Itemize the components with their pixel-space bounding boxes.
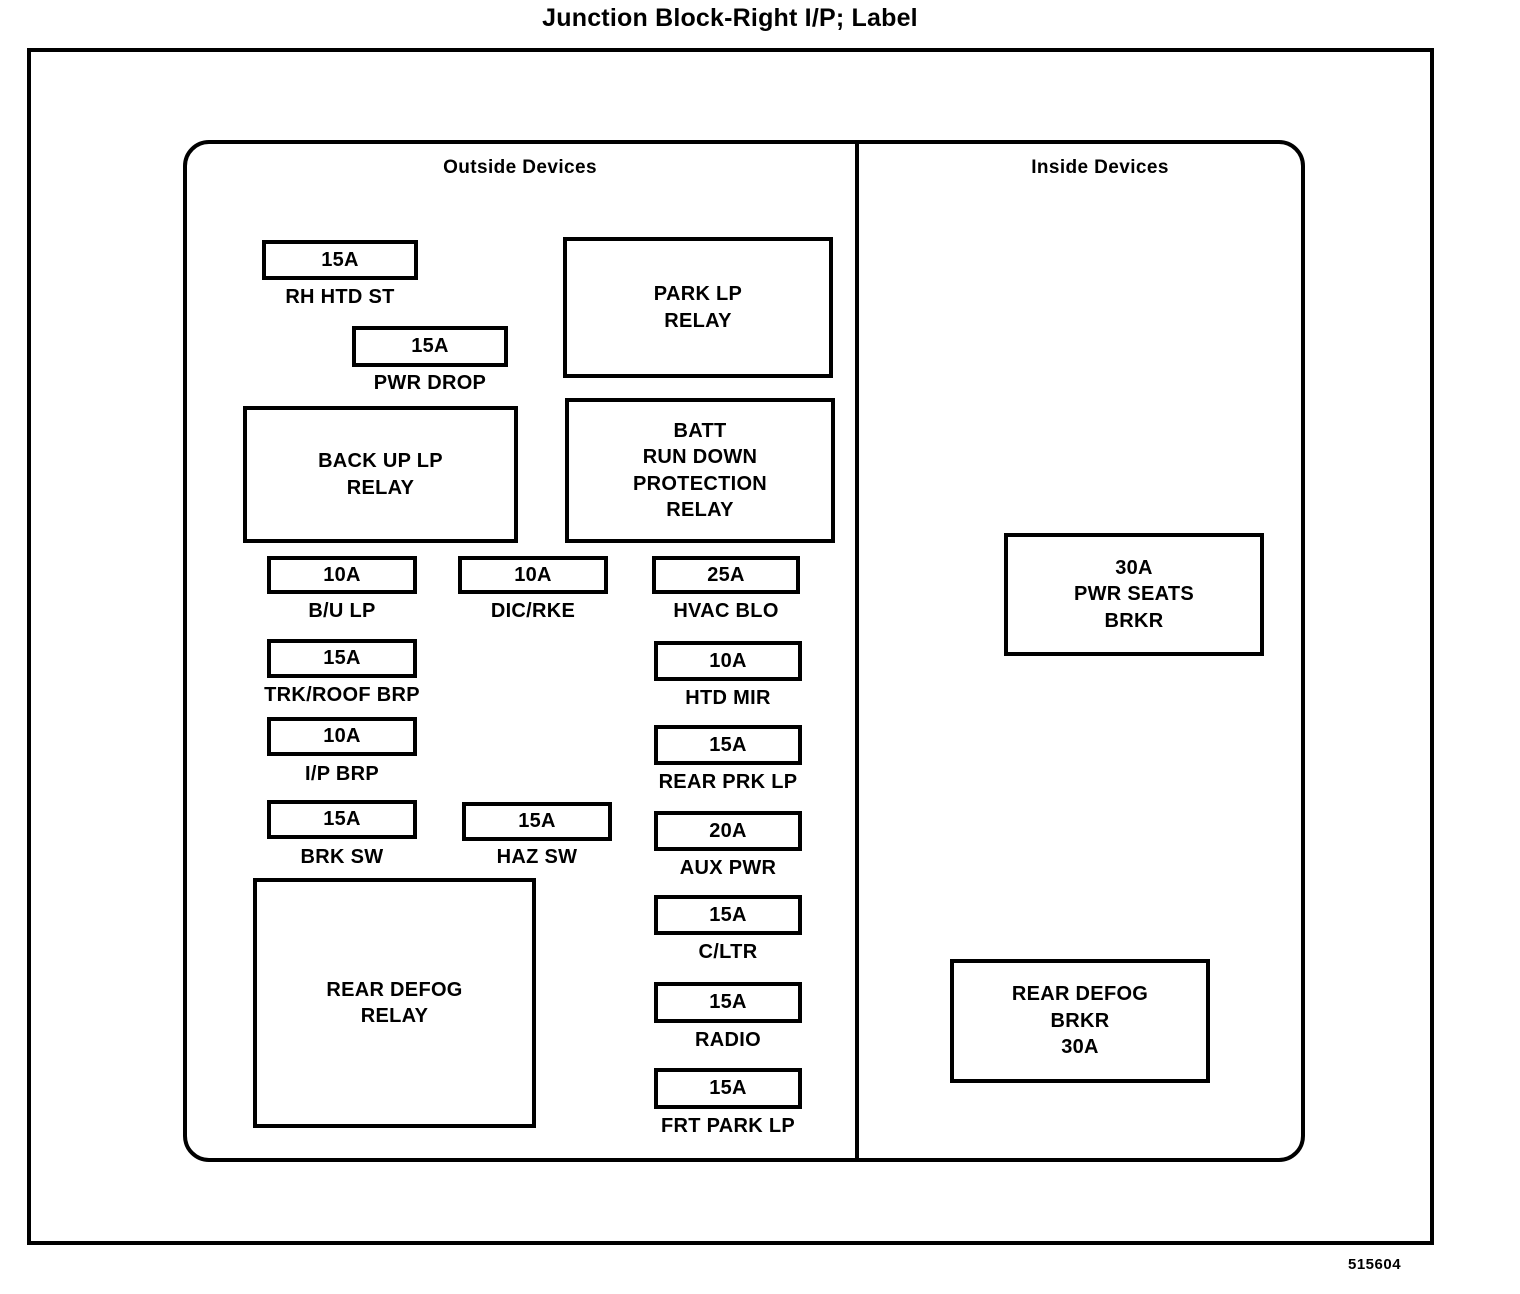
fuse-caption-radio: RADIO — [695, 1029, 761, 1051]
relay-label-line: PROTECTION — [632, 472, 768, 495]
fuse-caption-c-ltr: C/LTR — [698, 941, 758, 963]
breaker-label-line: BRKR — [1050, 1009, 1110, 1032]
relay-label-line: REAR DEFOG — [326, 978, 463, 1001]
fuse-rating: 15A — [709, 733, 747, 756]
fuse-caption-bu-lp: B/U LP — [308, 600, 376, 622]
fuse-rating: 15A — [321, 248, 359, 271]
drawing-reference-number: 515604 — [1348, 1256, 1402, 1273]
fuse-htd-mir[interactable]: 10A — [654, 641, 802, 681]
fuse-frt-park-lp[interactable]: 15A — [654, 1068, 802, 1109]
breaker-label-line: PWR SEATS — [1073, 583, 1195, 606]
relay-label-line: RELAY — [664, 309, 732, 332]
fuse-caption-pwr-drop: PWR DROP — [373, 372, 487, 394]
fuse-caption-brk-sw: BRK SW — [300, 846, 384, 868]
fuse-rating: 15A — [518, 810, 556, 833]
relay-label-line: BACK UP LP — [318, 450, 443, 473]
fuse-caption-trk-roof-brp: TRK/ROOF BRP — [264, 684, 420, 706]
fuse-dic-rke[interactable]: 10A — [458, 556, 608, 594]
fuse-caption-dic-rke: DIC/RKE — [490, 600, 576, 622]
fuse-brk-sw[interactable]: 15A — [267, 800, 417, 839]
fuse-trk-roof-brp[interactable]: 15A — [267, 639, 417, 678]
fuse-radio[interactable]: 15A — [654, 982, 802, 1023]
fuse-rating: 15A — [709, 1077, 747, 1100]
fuse-rating: 10A — [323, 725, 361, 748]
fuse-rating: 15A — [323, 808, 361, 831]
breaker-label-line: 30A — [1115, 556, 1153, 579]
fuse-rating: 15A — [709, 903, 747, 926]
fuse-aux-pwr[interactable]: 20A — [654, 811, 802, 851]
fuse-caption-rear-prk-lp: REAR PRK LP — [658, 771, 798, 793]
breaker-rear-defog[interactable]: REAR DEFOG BRKR 30A — [950, 959, 1210, 1083]
fuse-rating: 10A — [323, 563, 361, 586]
fuse-caption-htd-mir: HTD MIR — [685, 687, 771, 709]
breaker-label-line: REAR DEFOG — [1011, 983, 1149, 1006]
fuse-rating: 20A — [709, 819, 747, 842]
fuse-rating: 10A — [709, 649, 747, 672]
fuse-rating: 15A — [709, 991, 747, 1014]
relay-rear-defog[interactable]: REAR DEFOG RELAY — [253, 878, 536, 1128]
fuse-rating: 15A — [323, 647, 361, 670]
fuse-caption-frt-park-lp: FRT PARK LP — [660, 1115, 796, 1137]
fuse-c-ltr[interactable]: 15A — [654, 895, 802, 935]
fuse-haz-sw[interactable]: 15A — [462, 802, 612, 841]
fuse-ip-brp[interactable]: 10A — [267, 717, 417, 756]
fuse-caption-hvac-blo: HVAC BLO — [673, 600, 779, 622]
relay-label-line: RELAY — [360, 1005, 429, 1027]
fuse-caption-ip-brp: I/P BRP — [305, 763, 379, 785]
fuse-bu-lp[interactable]: 10A — [267, 556, 417, 594]
section-divider — [855, 140, 859, 1162]
section-heading-outside-devices: Outside Devices — [443, 157, 597, 178]
breaker-label-line: 30A — [1061, 1036, 1099, 1059]
fuse-rating: 15A — [411, 335, 449, 358]
relay-back-up-lp[interactable]: BACK UP LP RELAY — [243, 406, 518, 543]
fuse-caption-rh-htd-st: RH HTD ST — [285, 286, 395, 308]
fuse-pwr-drop[interactable]: 15A — [352, 326, 508, 367]
relay-label-line: RELAY — [666, 498, 734, 521]
relay-label-line: PARK LP — [653, 283, 743, 306]
relay-label-line: BATT — [673, 419, 727, 442]
section-heading-inside-devices: Inside Devices — [1031, 157, 1169, 178]
fuse-hvac-blo[interactable]: 25A — [652, 556, 800, 594]
fuse-rear-prk-lp[interactable]: 15A — [654, 725, 802, 765]
fuse-rating: 25A — [707, 563, 745, 586]
relay-batt-run-down-protection[interactable]: BATT RUN DOWN PROTECTION RELAY — [565, 398, 835, 543]
fuse-caption-haz-sw: HAZ SW — [496, 846, 578, 868]
relay-park-lp[interactable]: PARK LP RELAY — [563, 237, 833, 378]
fuse-rh-htd-st[interactable]: 15A — [262, 240, 418, 280]
breaker-label-line: BRKR — [1104, 609, 1164, 632]
relay-label-line: RELAY — [346, 476, 415, 499]
page-title: Junction Block-Right I/P; Label — [542, 4, 918, 32]
breaker-pwr-seats[interactable]: 30A PWR SEATS BRKR — [1004, 533, 1264, 656]
fuse-caption-aux-pwr: AUX PWR — [679, 857, 777, 879]
fuse-rating: 10A — [514, 563, 552, 586]
relay-label-line: RUN DOWN — [642, 446, 758, 469]
